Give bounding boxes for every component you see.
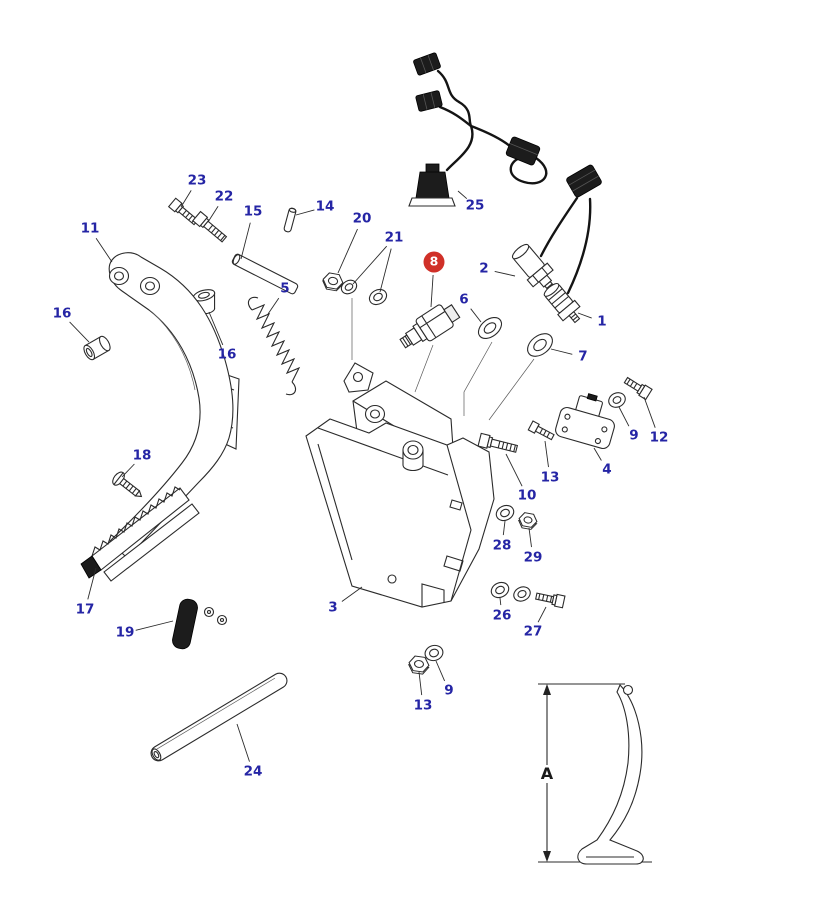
wiring-harness-art — [408, 52, 602, 207]
part-label-14[interactable]: 14 — [315, 198, 335, 215]
part-label-19[interactable]: 19 — [115, 624, 135, 641]
pressure-switch-2-art — [511, 196, 579, 294]
part-label-5[interactable]: 5 — [280, 280, 290, 297]
part-label-12[interactable]: 12 — [649, 429, 669, 446]
plate-4-art — [555, 393, 615, 450]
spring-5-art — [247, 296, 301, 396]
bolt-13-art — [527, 420, 555, 441]
part-label-16[interactable]: 16 — [52, 305, 72, 322]
pedal-pad-17-art — [80, 486, 190, 579]
part-label-17[interactable]: 17 — [75, 601, 95, 618]
part-label-4[interactable]: 4 — [602, 461, 612, 478]
part-label-9[interactable]: 9 — [444, 682, 454, 699]
washers-21-art — [340, 279, 388, 306]
part-label-8[interactable]: 8 — [423, 251, 445, 273]
washer-28-art — [495, 504, 515, 522]
bolt-22-art — [192, 210, 228, 243]
connector-icon — [566, 164, 602, 198]
clip-art — [343, 362, 374, 393]
part-label-7[interactable]: 7 — [578, 348, 588, 365]
part-label-13[interactable]: 13 — [540, 469, 560, 486]
connector-icon — [413, 52, 441, 76]
bushing-16-mid-art — [192, 289, 216, 315]
part-label-A[interactable]: A — [536, 765, 558, 783]
pad-19-art — [172, 598, 228, 650]
connector-icon — [415, 90, 443, 112]
bolt-10-art — [477, 432, 519, 453]
part-label-25[interactable]: 25 — [465, 197, 485, 214]
pedal-arm-art — [80, 252, 240, 582]
bolt-12-art — [623, 376, 653, 401]
part-label-13[interactable]: 13 — [413, 697, 433, 714]
part-label-10[interactable]: 10 — [517, 487, 537, 504]
part-label-21[interactable]: 21 — [384, 229, 404, 246]
part-label-22[interactable]: 22 — [214, 188, 234, 205]
part-label-9[interactable]: 9 — [629, 427, 639, 444]
pressure-switch-1-art — [543, 197, 592, 324]
nut-20-art — [321, 272, 344, 292]
leader-lines — [69, 190, 656, 762]
switch-8-art — [399, 304, 461, 349]
pedal-outline-art — [577, 684, 644, 865]
part-label-6[interactable]: 6 — [459, 291, 469, 308]
washer-6-art — [477, 317, 503, 339]
part-label-23[interactable]: 23 — [187, 172, 207, 189]
washer-27-art — [513, 586, 531, 602]
part-label-27[interactable]: 27 — [523, 623, 543, 640]
nut-13-bottom-art — [407, 655, 430, 675]
bracket-3-art — [305, 298, 535, 608]
pin-14-art — [283, 207, 297, 233]
rod-24-art — [150, 672, 288, 762]
washer-26-art — [490, 581, 510, 599]
part-label-18[interactable]: 18 — [132, 447, 152, 464]
part-label-2[interactable]: 2 — [479, 260, 489, 277]
part-label-20[interactable]: 20 — [352, 210, 372, 227]
part-label-15[interactable]: 15 — [243, 203, 263, 220]
part-label-3[interactable]: 3 — [328, 599, 338, 616]
connector-icon — [505, 136, 541, 166]
part-label-11[interactable]: 11 — [80, 220, 100, 237]
dimension-view-art — [538, 683, 652, 865]
part-label-16[interactable]: 16 — [217, 346, 237, 363]
bushing-16-left-art — [83, 335, 111, 361]
part-label-28[interactable]: 28 — [492, 537, 512, 554]
screw-18-art — [112, 471, 143, 498]
part-label-29[interactable]: 29 — [523, 549, 543, 566]
washer-7-art — [527, 333, 553, 357]
washer-9-right-art — [608, 392, 626, 408]
part-label-26[interactable]: 26 — [492, 607, 512, 624]
part-label-1[interactable]: 1 — [597, 313, 607, 330]
nut-29-art — [517, 512, 538, 530]
bolt-27-art — [535, 592, 566, 609]
relay-connector-art — [408, 163, 456, 207]
washer-9-bottom-art — [424, 644, 444, 662]
rod-15-art — [231, 253, 299, 295]
part-label-24[interactable]: 24 — [243, 763, 263, 780]
